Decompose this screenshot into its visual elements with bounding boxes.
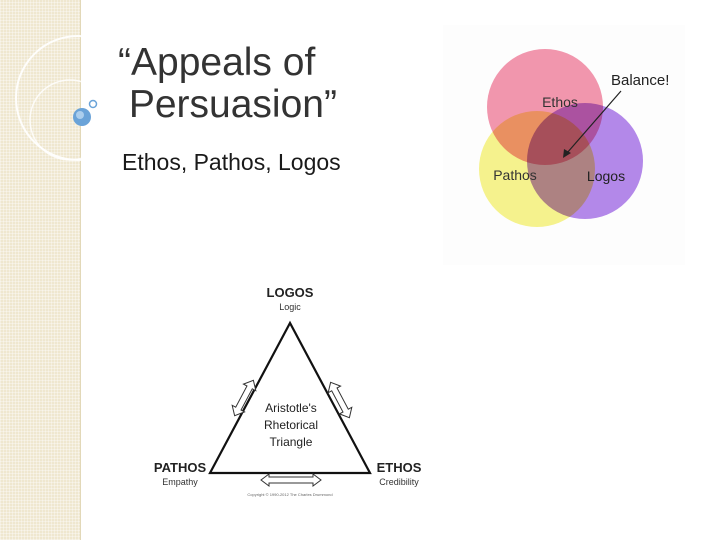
slide-title: “Appeals of Persuasion” [118, 42, 438, 126]
title-line-2: Persuasion” [128, 83, 337, 126]
triangle-left-label: PATHOS [154, 460, 207, 475]
triangle-center-line-1: Aristotle's [265, 401, 317, 415]
venn-diagram: Ethos Pathos Logos Balance! [443, 25, 685, 265]
triangle-right-label: ETHOS [377, 460, 422, 475]
rhetorical-triangle: LOGOS Logic PATHOS Empathy ETHOS Credibi… [154, 285, 422, 497]
triangle-top-label: LOGOS [267, 285, 314, 300]
decorative-circles [15, 35, 141, 161]
deco-ring-large [15, 35, 141, 161]
venn-label-pathos: Pathos [493, 167, 537, 183]
venn-label-logos: Logos [587, 168, 625, 184]
balance-arrow-head [563, 149, 571, 158]
triangle-left-sublabel: Empathy [162, 477, 198, 487]
balance-arrow-line [566, 90, 622, 154]
triangle-right-sublabel: Credibility [379, 477, 419, 487]
triangle-top-sublabel: Logic [279, 302, 301, 312]
triangle-center-line-3: Triangle [270, 435, 313, 449]
venn-label-ethos: Ethos [542, 94, 578, 110]
deco-dot-small [88, 99, 98, 109]
venn-circle-logos [527, 103, 643, 219]
decorative-sidebar [0, 0, 81, 540]
deco-dot-highlight [76, 111, 84, 119]
deco-ring-small [29, 79, 111, 161]
triangle-copyright: Copyright © 1990-2012 The Charles Drummo… [247, 492, 332, 497]
left-double-arrow [231, 379, 257, 417]
venn-label-balance: Balance! [611, 72, 669, 89]
slide-subtitle: Ethos, Pathos, Logos [122, 149, 341, 175]
triangle-outline [208, 320, 372, 475]
right-double-arrow [327, 381, 353, 419]
title-line-1: “Appeals of [118, 41, 316, 84]
triangle-center-line-2: Rhetorical [264, 418, 318, 432]
bottom-double-arrow [260, 473, 322, 487]
